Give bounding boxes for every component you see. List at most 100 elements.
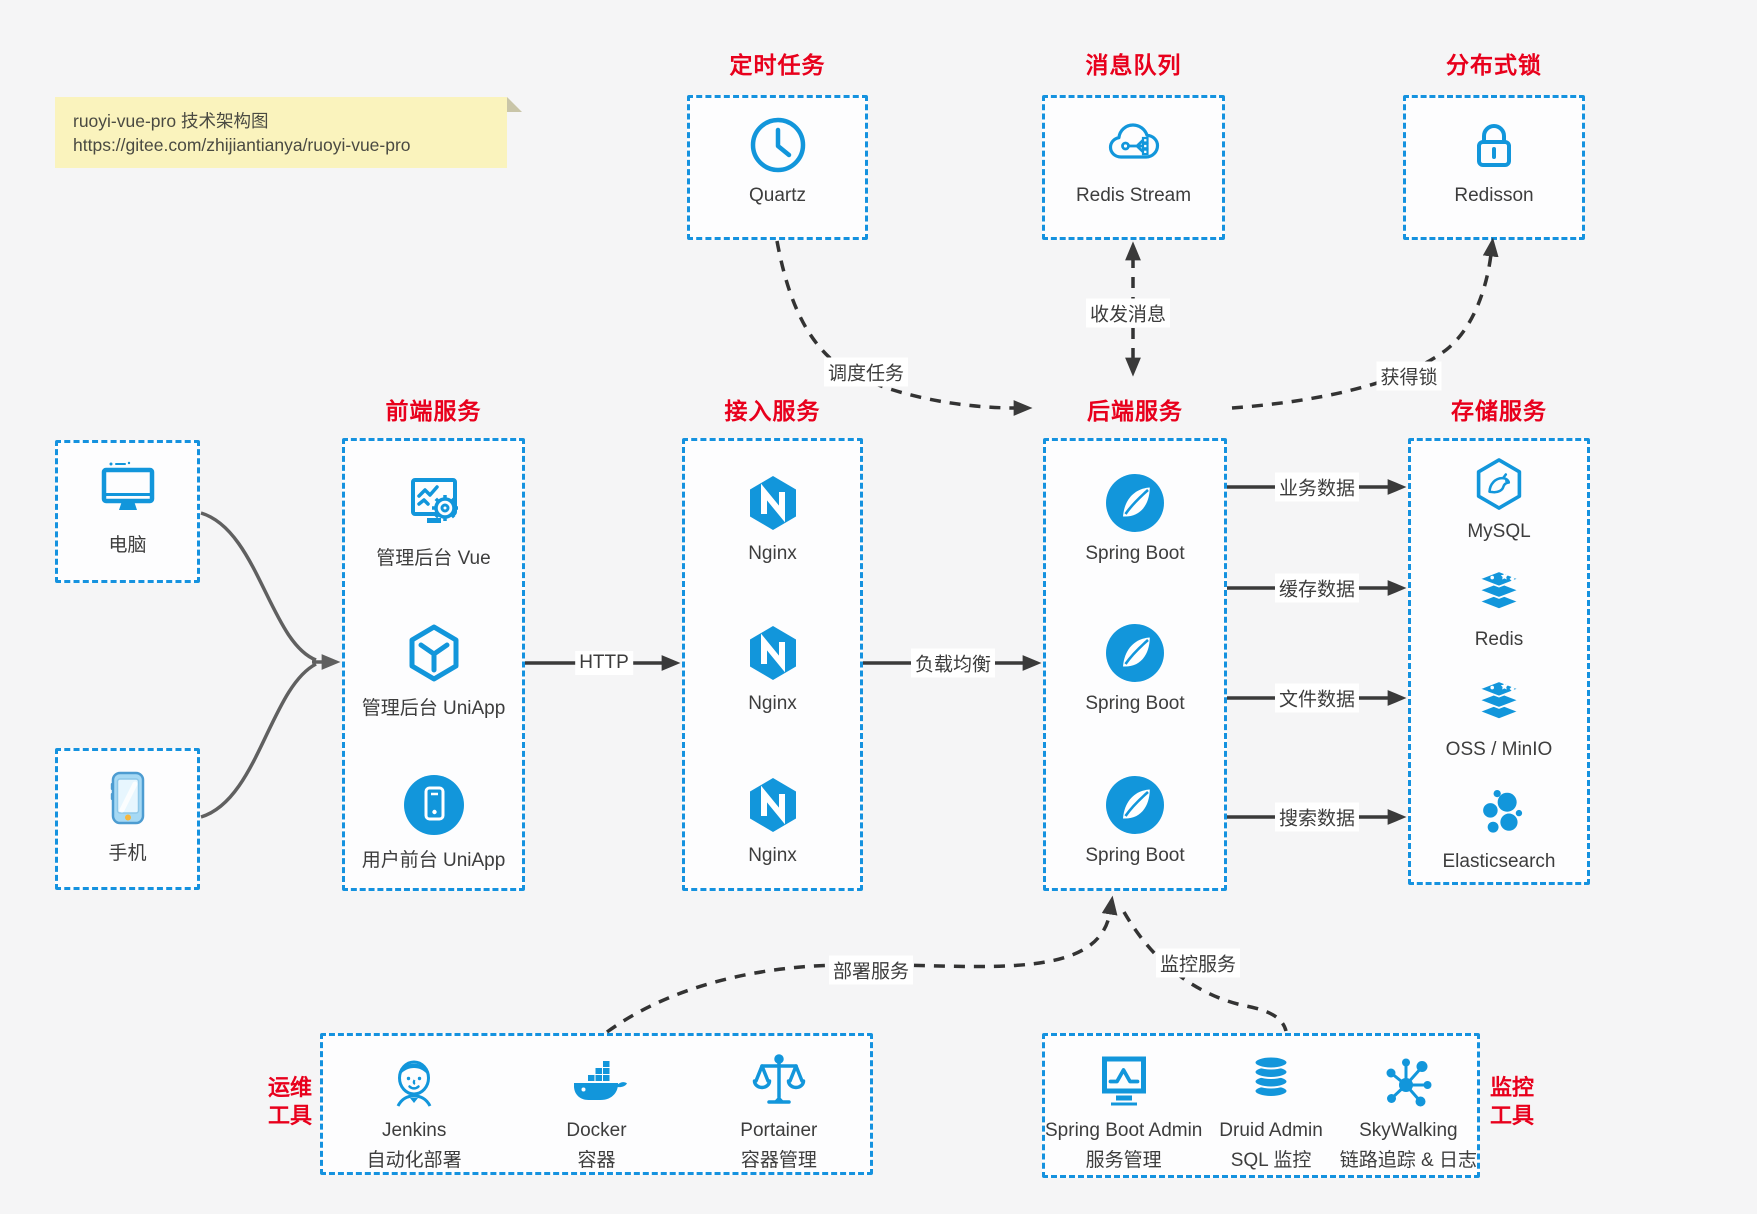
group-title-storage: 存储服务 xyxy=(1451,398,1547,424)
box-gateway-services: Nginx Nginx Nginx xyxy=(682,438,863,891)
item-label: 管理后台 Vue xyxy=(376,548,491,569)
note-url: https://gitee.com/zhijiantianya/ruoyi-vu… xyxy=(73,135,411,155)
nginx-icon xyxy=(741,773,805,837)
edge-label-monitor: 监控服务 xyxy=(1155,948,1241,978)
group-title-backend: 后端服务 xyxy=(1087,398,1183,424)
service-item: MySQL xyxy=(1411,455,1587,543)
group-title-scheduled-task: 定时任务 xyxy=(729,52,826,78)
service-item: 管理后台 Vue xyxy=(345,471,522,570)
admin-vue-icon xyxy=(402,471,466,535)
tool-item: Jenkins 自动化部署 xyxy=(323,1050,505,1172)
nginx-icon xyxy=(741,471,805,535)
item-label: Spring Boot xyxy=(1085,543,1185,564)
box-ops-tools: Jenkins 自动化部署 Docker 容器 Portainer 容器管理 xyxy=(320,1033,873,1175)
service-item: Elasticsearch xyxy=(1411,785,1587,873)
edge-phone-to-frontend xyxy=(200,662,317,819)
service-item: Redis xyxy=(1411,563,1587,651)
box-scheduled-task: Quartz xyxy=(687,95,868,240)
edge-label-file-data: 文件数据 xyxy=(1274,683,1360,713)
item-label: Redis xyxy=(1474,629,1524,650)
oss-minio-icon xyxy=(1470,673,1528,731)
tool-desc: 自动化部署 xyxy=(366,1150,462,1171)
edge-label-deploy: 部署服务 xyxy=(828,955,914,985)
redis-stack-icon xyxy=(1470,563,1528,621)
mysql-icon xyxy=(1470,455,1528,513)
item-label: MySQL xyxy=(1467,521,1531,542)
tool-item: Portainer 容器管理 xyxy=(688,1050,870,1172)
edge-label-message: 收发消息 xyxy=(1085,298,1171,328)
side-label-ops-tools: 运维 工具 xyxy=(267,1075,312,1128)
spring-boot-icon xyxy=(1103,471,1167,535)
group-title-message-queue: 消息队列 xyxy=(1085,52,1182,78)
user-app-icon xyxy=(402,773,466,837)
edge-label-http: HTTP xyxy=(575,651,633,675)
tool-desc: 容器管理 xyxy=(740,1150,817,1171)
spring-boot-icon xyxy=(1103,773,1167,837)
tool-desc: 链路追踪 & 日志 xyxy=(1339,1150,1477,1171)
edge-label-load-balance: 负载均衡 xyxy=(910,648,996,678)
spring-boot-admin-icon xyxy=(1092,1050,1156,1114)
edge-label-schedule: 调度任务 xyxy=(823,357,909,387)
portainer-icon xyxy=(747,1050,811,1114)
tool-item: SkyWalking 链路追踪 & 日志 xyxy=(1340,1050,1477,1172)
item-label: 管理后台 UniApp xyxy=(361,698,506,719)
edge-acquire-lock xyxy=(1231,237,1499,410)
edge-label-search-data: 搜索数据 xyxy=(1274,802,1360,832)
nginx-icon xyxy=(741,621,805,685)
item-label: OSS / MinIO xyxy=(1445,739,1553,760)
service-item: OSS / MinIO xyxy=(1411,673,1587,761)
edge-label-lock: 获得锁 xyxy=(1376,361,1442,391)
item-label: 用户前台 UniApp xyxy=(361,850,506,871)
druid-icon xyxy=(1239,1050,1303,1114)
tool-item: Spring Boot Admin 服务管理 xyxy=(1045,1050,1202,1172)
service-item: Nginx xyxy=(685,471,860,565)
uniapp-cube-icon xyxy=(402,621,466,685)
service-item: Nginx xyxy=(685,773,860,867)
tool-desc: 服务管理 xyxy=(1085,1150,1162,1171)
service-item: Spring Boot xyxy=(1046,773,1224,867)
edge-desktop-to-frontend xyxy=(200,511,317,662)
group-title-frontend: 前端服务 xyxy=(385,398,482,424)
jenkins-icon xyxy=(382,1050,446,1114)
box-client-phone: 手机 xyxy=(55,748,200,890)
tool-name: Portainer xyxy=(740,1120,818,1141)
service-item: Spring Boot xyxy=(1046,621,1224,715)
tool-name: Docker xyxy=(566,1120,627,1141)
box-monitor-tools: Spring Boot Admin 服务管理 Druid Admin SQL 监… xyxy=(1042,1033,1480,1178)
service-item: Spring Boot xyxy=(1046,471,1224,565)
tool-name: Druid Admin xyxy=(1219,1120,1323,1141)
phone-icon xyxy=(96,766,160,830)
skywalking-icon xyxy=(1376,1050,1440,1114)
box-client-desktop: 电脑 xyxy=(55,440,200,583)
lock-icon xyxy=(1462,113,1526,177)
item-label: Spring Boot xyxy=(1085,693,1185,714)
tool-name: Jenkins xyxy=(381,1120,447,1141)
service-item: 用户前台 UniApp xyxy=(345,773,522,872)
box-frontend-services: 管理后台 Vue 管理后台 UniApp 用户前台 UniApp xyxy=(342,438,525,891)
item-label: Nginx xyxy=(748,693,797,714)
note-title: ruoyi-vue-pro 技术架构图 xyxy=(73,111,269,131)
tool-item: Druid Admin SQL 监控 xyxy=(1202,1050,1339,1172)
sticky-note: ruoyi-vue-pro 技术架构图 https://gitee.com/zh… xyxy=(55,97,522,168)
item-label: Nginx xyxy=(748,845,797,866)
item-label: Spring Boot xyxy=(1085,845,1185,866)
tool-desc: 容器 xyxy=(577,1150,616,1171)
item-label: Redisson xyxy=(1454,185,1534,206)
tool-item: Docker 容器 xyxy=(505,1050,687,1172)
box-backend-services: Spring Boot Spring Boot Spring Boot xyxy=(1043,438,1227,891)
elasticsearch-icon xyxy=(1470,785,1528,843)
box-storage-services: MySQL Redis OSS / MinIO Elasticsearch xyxy=(1408,438,1590,885)
item-label: Redis Stream xyxy=(1075,185,1192,206)
item-label: Quartz xyxy=(748,185,807,206)
service-item: 管理后台 UniApp xyxy=(345,621,522,720)
tool-name: Spring Boot Admin xyxy=(1045,1120,1203,1141)
spring-boot-icon xyxy=(1103,621,1167,685)
item-label: Nginx xyxy=(748,543,797,564)
service-item: Nginx xyxy=(685,621,860,715)
box-distributed-lock: Redisson xyxy=(1403,95,1585,240)
clock-icon xyxy=(746,113,810,177)
group-title-distributed-lock: 分布式锁 xyxy=(1446,52,1542,78)
note-fold-corner xyxy=(507,97,522,112)
tool-name: SkyWalking xyxy=(1359,1120,1458,1141)
